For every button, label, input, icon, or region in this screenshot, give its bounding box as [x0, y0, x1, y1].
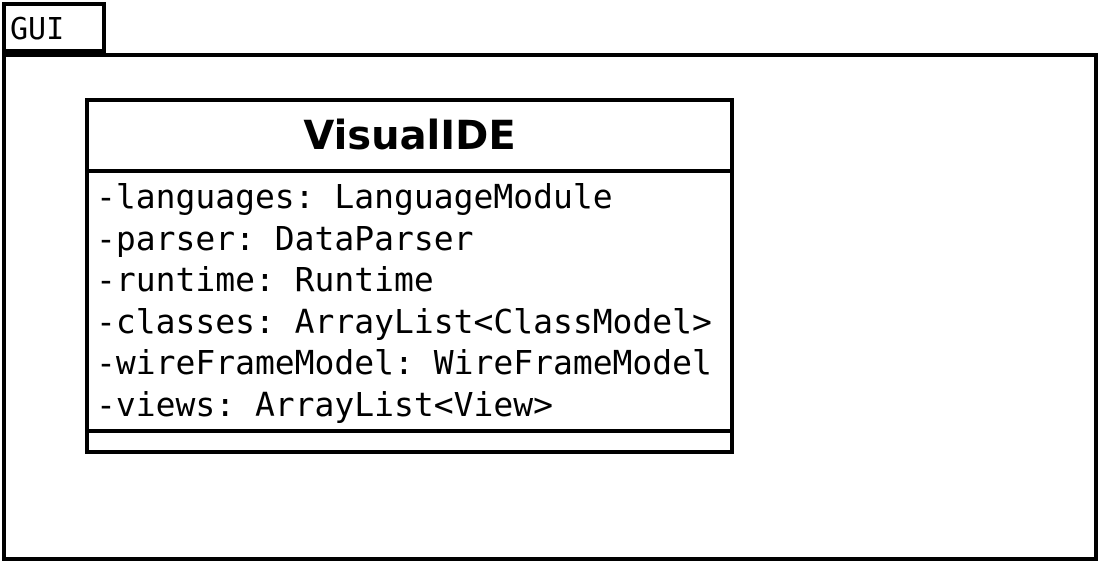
- attribute-parser: -parser: DataParser: [96, 218, 474, 258]
- package-tab: GUI: [2, 2, 106, 53]
- class-header: VisualIDE: [89, 102, 730, 173]
- package-name: GUI: [10, 12, 65, 47]
- attributes-compartment: -languages: LanguageModule -parser: Data…: [89, 173, 730, 433]
- attribute-views: -views: ArrayList<View>: [96, 384, 553, 424]
- attribute-wireframemodel: -wireFrameModel: WireFrameModel: [96, 343, 712, 382]
- attribute-classes: -classes: ArrayList<ClassModel>: [96, 301, 712, 341]
- class-box: VisualIDE -languages: LanguageModule -pa…: [85, 98, 734, 454]
- attribute-languages: -languages: LanguageModule: [96, 177, 613, 216]
- class-name: VisualIDE: [303, 112, 516, 159]
- attribute-runtime: -runtime: Runtime: [96, 260, 434, 299]
- operations-compartment: [89, 433, 730, 450]
